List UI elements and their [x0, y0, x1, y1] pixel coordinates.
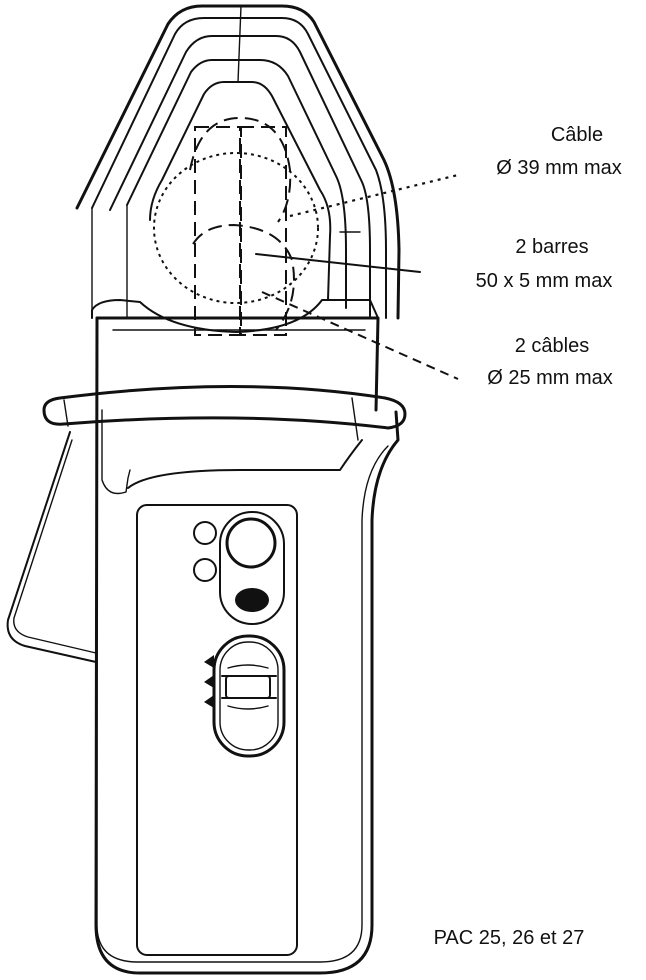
label-bars-title: 2 barres: [515, 236, 588, 258]
safety-guard: [42, 385, 407, 430]
busbar-2-outline: [239, 126, 287, 336]
small-cable-1-outline: [189, 116, 292, 223]
range-slide-switch[interactable]: [212, 634, 286, 758]
switch-position-arrow-2: [204, 675, 214, 688]
leader-cable: [289, 173, 459, 218]
controls: [193, 511, 286, 758]
label-cable-title: Câble: [551, 124, 603, 146]
jaw-trigger[interactable]: [6, 431, 97, 663]
clamp-jaw: [42, 4, 407, 441]
cable-39mm-outline: [153, 152, 319, 304]
busbar-1-outline: [194, 126, 242, 336]
label-cable-size: Ø 39 mm max: [496, 157, 622, 179]
status-indicator: [235, 588, 269, 612]
led-indicator-1: [193, 521, 217, 545]
meter-body: [6, 316, 400, 975]
label-cables-size: Ø 25 mm max: [487, 367, 613, 389]
switch-position-arrow-3: [204, 695, 214, 708]
label-bars-size: 50 x 5 mm max: [476, 270, 613, 292]
zero-button[interactable]: [225, 517, 277, 569]
leader-cables: [261, 291, 459, 380]
leader-bars: [255, 253, 421, 273]
label-cables-title: 2 câbles: [515, 335, 590, 357]
switch-position-arrow-1: [204, 655, 214, 668]
led-indicator-2: [193, 558, 217, 582]
conductor-outlines: [153, 116, 319, 336]
small-cable-2-outline: [192, 223, 295, 331]
model-caption: PAC 25, 26 et 27: [434, 927, 585, 949]
